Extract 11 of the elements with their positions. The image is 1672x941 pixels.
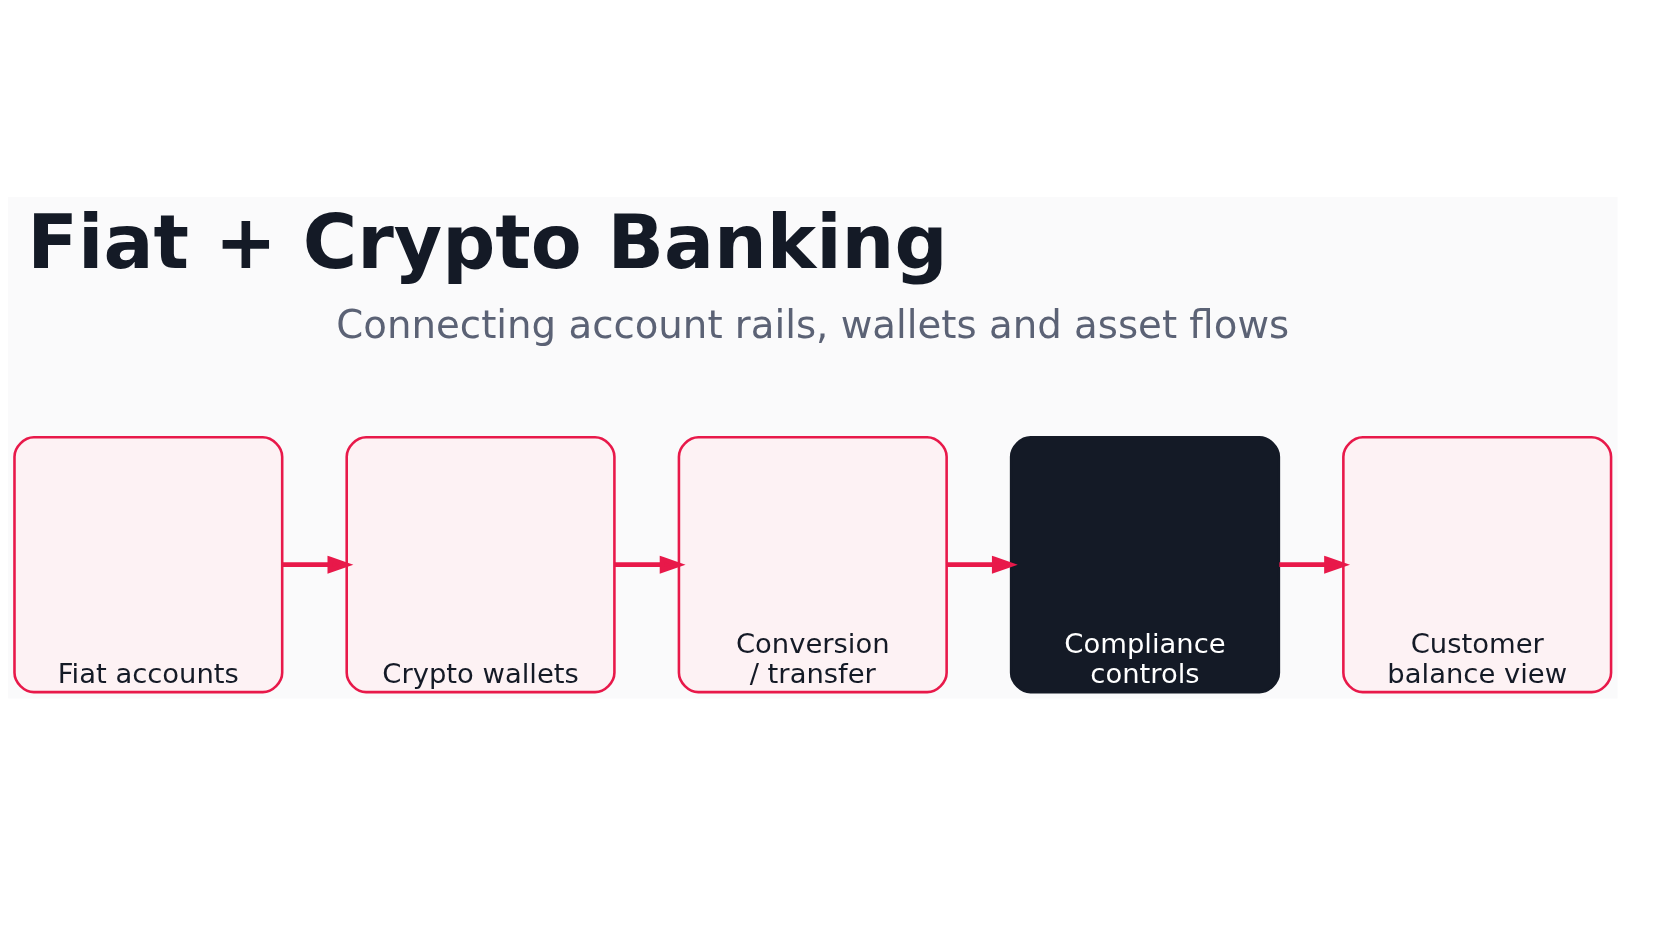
arrow [1279,555,1351,574]
node-box: Fiat accounts [13,435,284,693]
arrow [614,555,686,574]
label: Connecting account rails, wallets and asset flows [336,301,1290,347]
node-box: Conversion / transfer [677,435,948,693]
diagram-title: Fiat + Crypto Banking [27,198,948,285]
node-box: Compliance controls [1009,435,1281,693]
node-box: Crypto wallets [345,435,616,693]
arrow [947,555,1018,574]
arrow [282,555,354,574]
node-box: Customer balance view [1342,435,1613,693]
